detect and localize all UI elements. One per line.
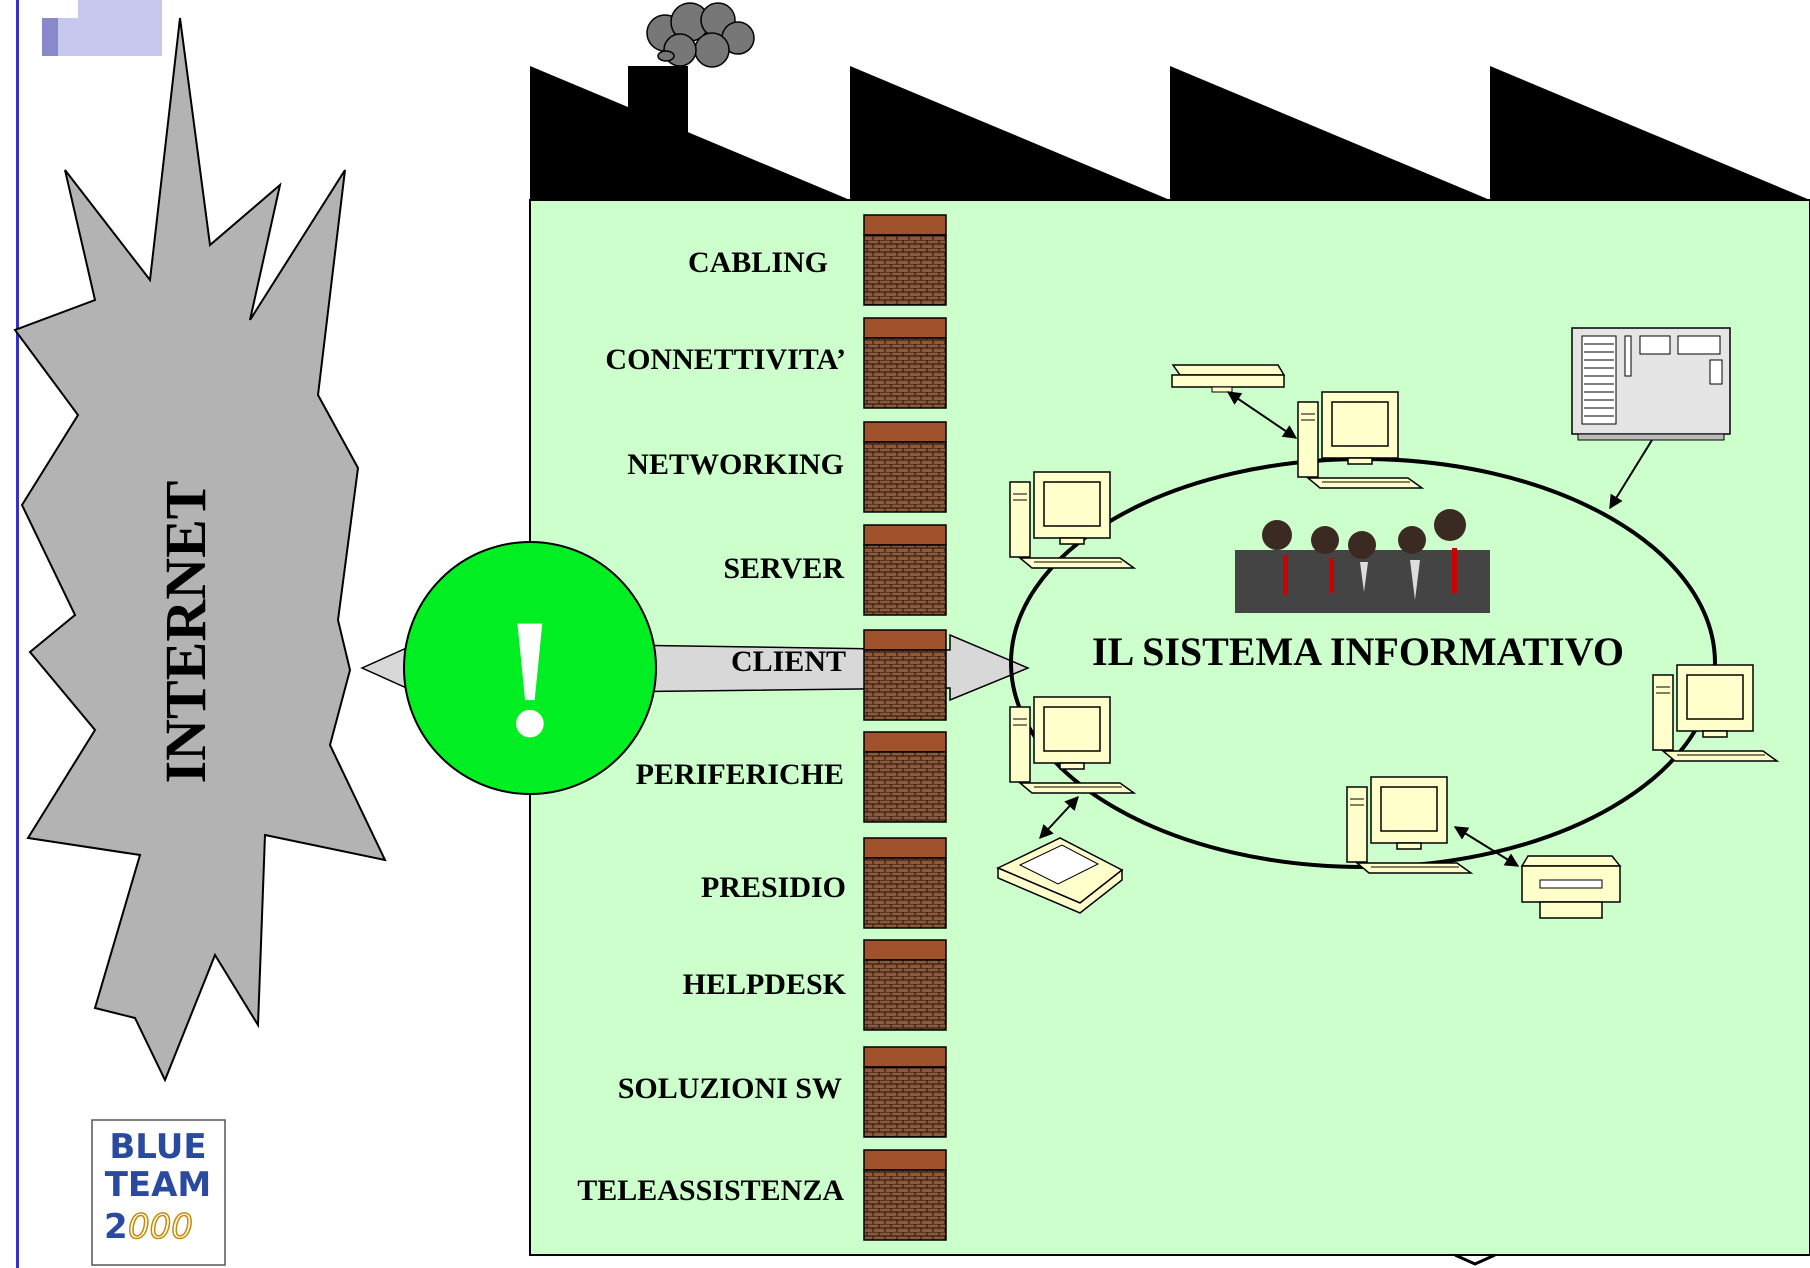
- layer-label-cabling: CABLING: [688, 246, 828, 279]
- brick-wall-helpdesk: [863, 959, 947, 1031]
- alert-symbol: !: [502, 584, 559, 772]
- brick-wall-cap-helpdesk: [863, 939, 947, 961]
- network-diagram: IL SISTEMA INFORMATIVO: [996, 327, 1778, 919]
- brick-wall-cap-presidio: [863, 837, 947, 859]
- blueteam-logo: BLUE TEAM 2 000: [91, 1119, 226, 1266]
- printer-icon: [1520, 855, 1622, 919]
- brick-wall-presidio: [863, 857, 947, 929]
- layer-label-networking: NETWORKING: [627, 448, 844, 481]
- layer-label-server: SERVER: [723, 552, 844, 585]
- layer-label-helpdesk: HELPDESK: [683, 968, 847, 1001]
- people-group-icon: [1235, 509, 1490, 613]
- layer-label-teleassistenza: TELEASSISTENZA: [577, 1174, 844, 1207]
- layer-label-client: CLIENT: [731, 645, 846, 678]
- factory-roof: [530, 66, 1810, 200]
- brick-wall-client: [863, 649, 947, 721]
- layer-label-presidio: PRESIDIO: [701, 871, 846, 904]
- brick-wall-soluzioni-sw: [863, 1066, 947, 1138]
- alert-icon: !: [403, 541, 657, 795]
- brick-wall-cabling: [863, 234, 947, 306]
- internet-label: INTERNET: [153, 481, 218, 784]
- server-link-arrow: [1609, 439, 1653, 510]
- smoke-cloud: [646, 2, 755, 68]
- chimney: [628, 66, 688, 136]
- brick-wall-cap-server: [863, 524, 947, 546]
- scanner-icon: [996, 837, 1124, 914]
- logo-line3-tail: 000: [128, 1207, 193, 1247]
- layer-label-connettivita: CONNETTIVITA’: [605, 343, 846, 376]
- brick-wall-cap-soluzioni-sw: [863, 1046, 947, 1068]
- system-title: IL SISTEMA INFORMATIVO: [1092, 629, 1624, 674]
- brick-wall-cap-cabling: [863, 214, 947, 236]
- modem-link-arrow: [1226, 391, 1298, 439]
- brick-wall-connettivita: [863, 337, 947, 409]
- layer-label-periferiche: PERIFERICHE: [636, 758, 844, 791]
- brick-wall-cap-teleassistenza: [863, 1149, 947, 1171]
- brick-wall-teleassistenza: [863, 1169, 947, 1241]
- brick-wall-cap-client: [863, 629, 947, 651]
- scanner-link-arrow: [1039, 795, 1079, 840]
- internet-starburst: INTERNET: [13, 17, 387, 1083]
- logo-line2: TEAM: [105, 1165, 212, 1205]
- brick-wall-server: [863, 544, 947, 616]
- brick-wall-networking: [863, 441, 947, 513]
- brick-wall-cap-networking: [863, 421, 947, 443]
- slide-left-border: [16, 0, 19, 1268]
- modem-icon: [1171, 364, 1286, 393]
- brick-wall-periferiche: [863, 751, 947, 823]
- brick-wall-cap-connettivita: [863, 317, 947, 339]
- logo-line1: BLUE: [109, 1127, 206, 1167]
- brick-wall-cap-periferiche: [863, 731, 947, 753]
- layer-stack: CABLING CONNETTIVITA’ NETWORKING SERVER CLIE…: [577, 214, 947, 1241]
- footer-mark: [1454, 1253, 1496, 1266]
- logo-line3-digit: 2: [104, 1207, 128, 1247]
- printer-link-arrow: [1453, 826, 1520, 867]
- server-icon: [1571, 327, 1731, 441]
- layer-label-soluzioni-sw: SOLUZIONI SW: [618, 1072, 842, 1105]
